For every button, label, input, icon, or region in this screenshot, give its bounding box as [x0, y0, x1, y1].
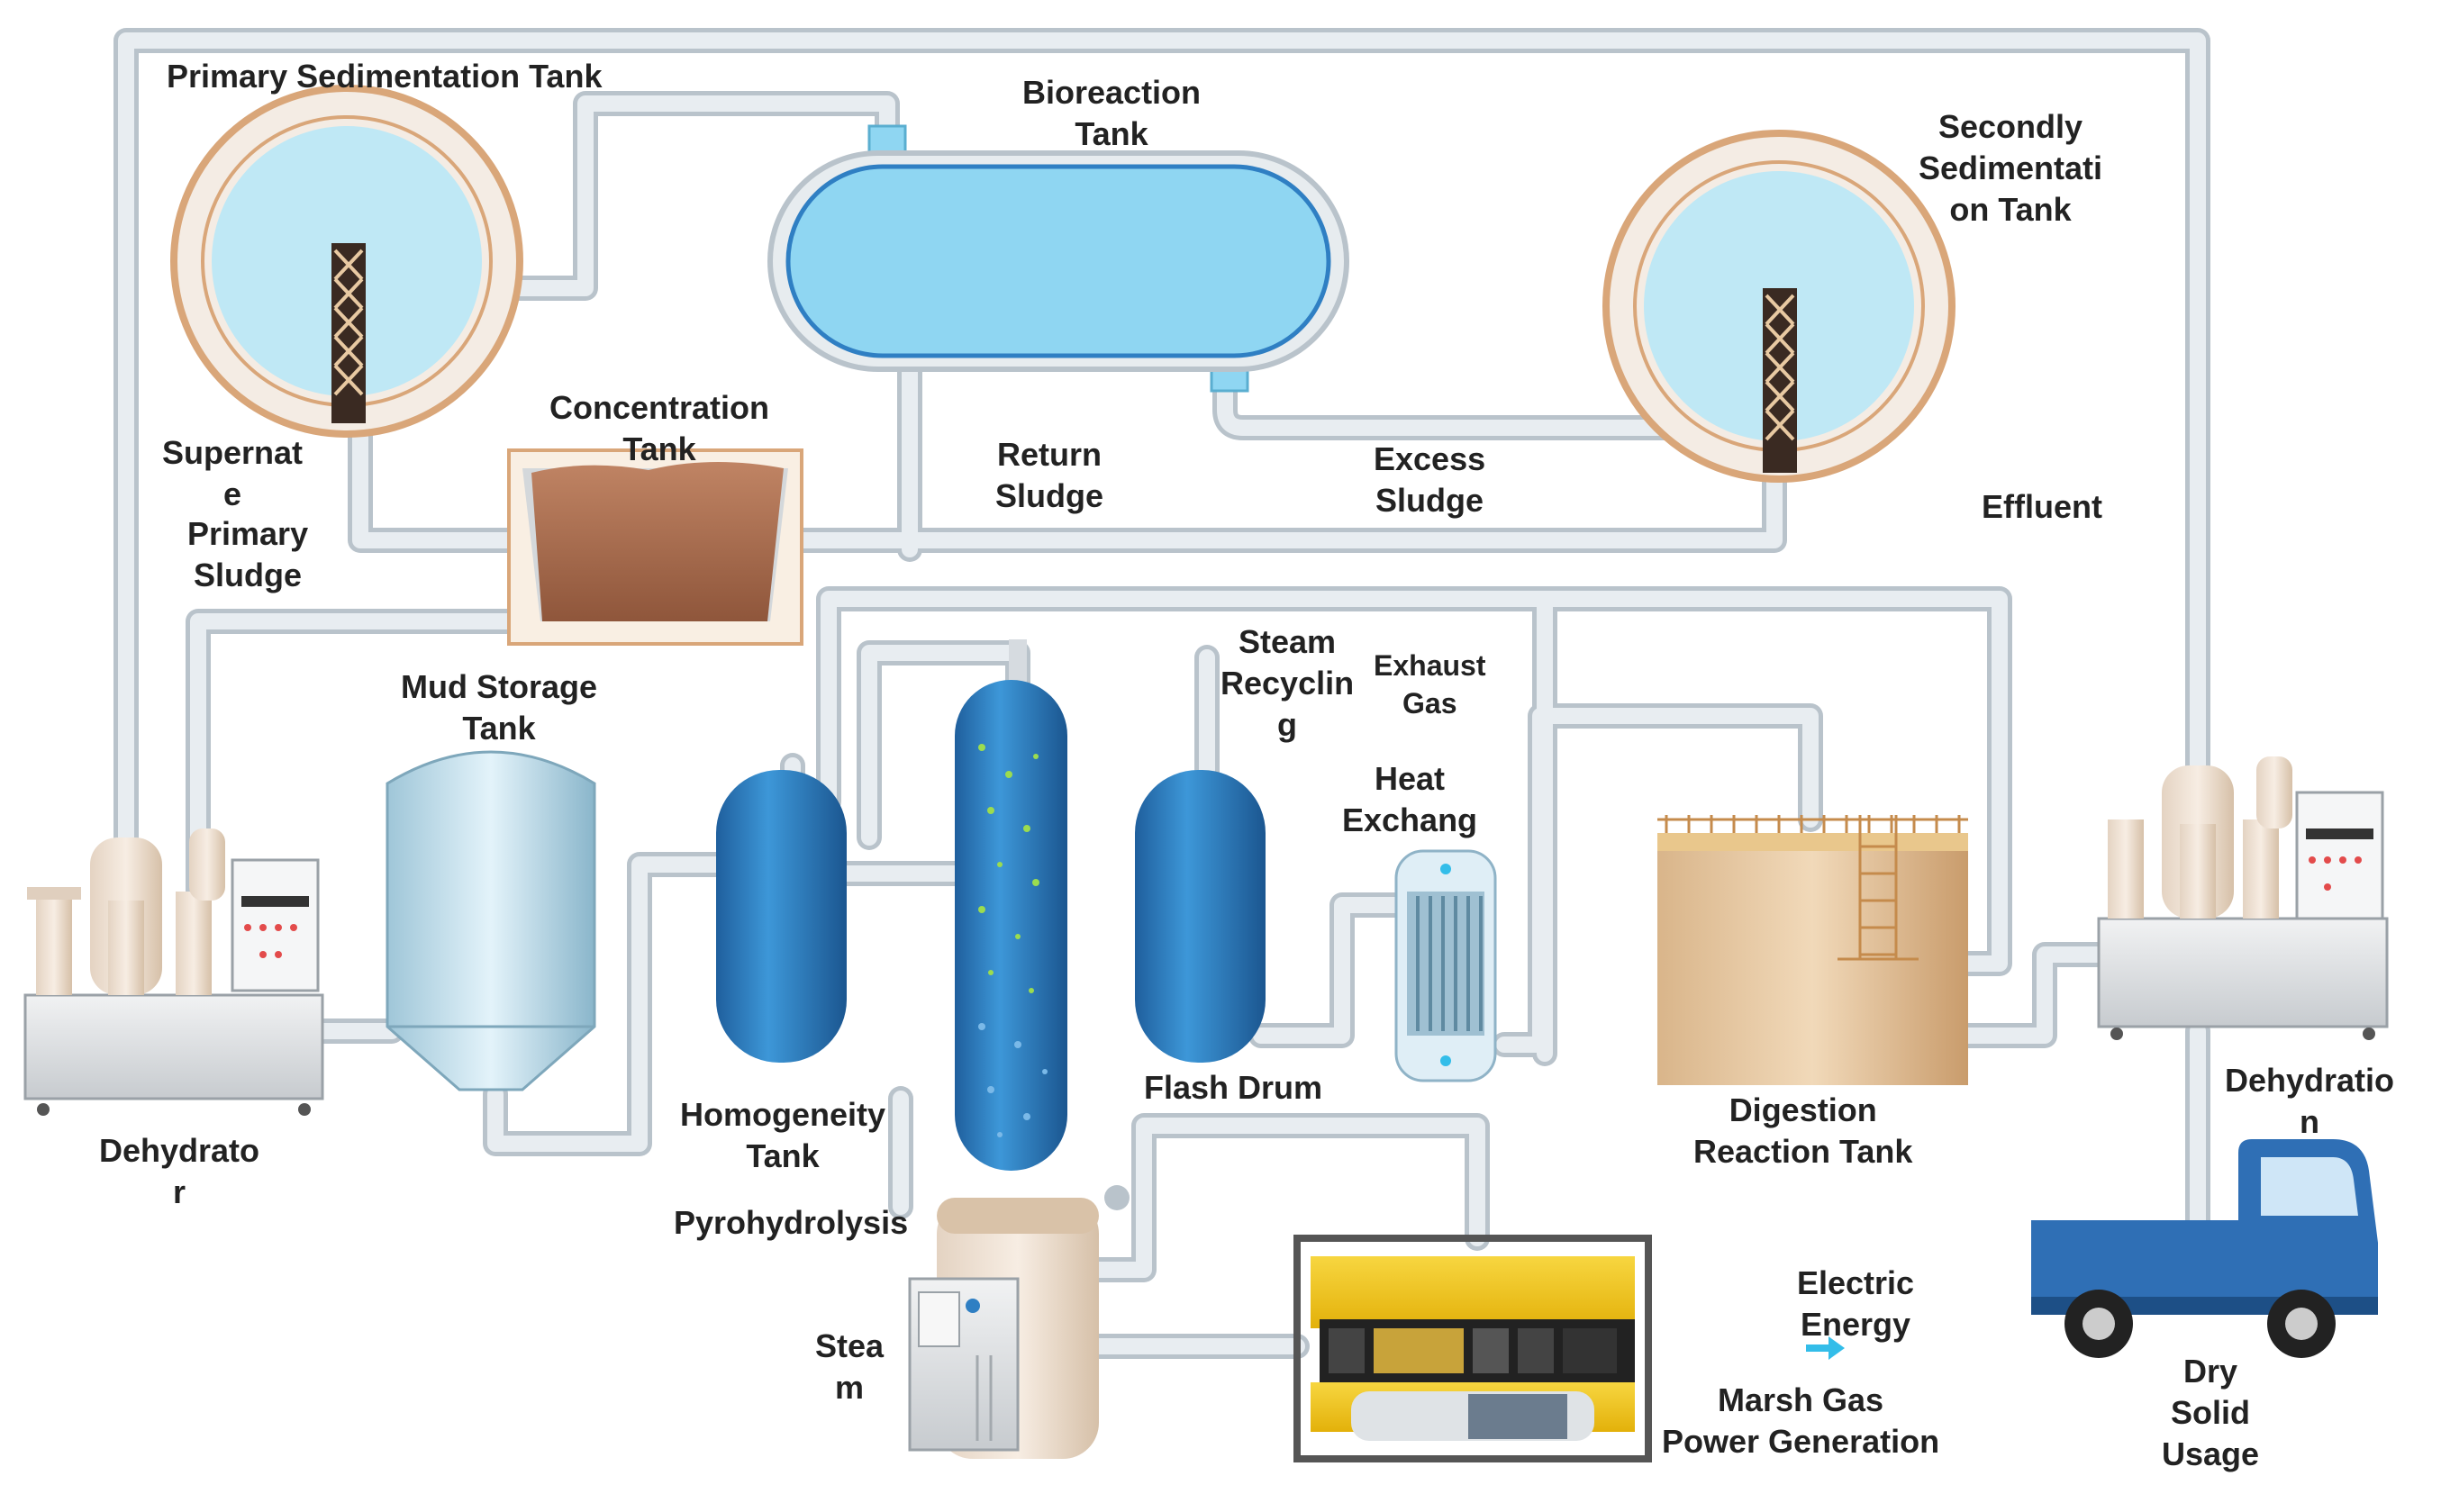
- label-line: Marsh Gas: [1718, 1381, 1884, 1418]
- homogeneity-tank: [716, 770, 847, 1063]
- label-line: Electric: [1797, 1264, 1915, 1301]
- label-line: on Tank: [1949, 191, 2072, 228]
- secondly-sedimentation-tank: [1602, 130, 1956, 483]
- label-line: Effluent: [1982, 488, 2102, 525]
- label-line: n: [2300, 1103, 2320, 1140]
- label-line: Pyrohydrolysis: [674, 1204, 909, 1241]
- label-line: Mud Storage: [401, 668, 598, 705]
- label-line: Exhaust: [1374, 649, 1486, 682]
- label-line: Energy: [1801, 1306, 1911, 1343]
- label-supernate: Supernat e: [162, 432, 303, 515]
- dehydration-right: [2097, 756, 2389, 1040]
- label-line: Steam: [1239, 623, 1337, 660]
- label-dehydrator: Dehydrato r: [99, 1130, 259, 1213]
- dehydrator-left: [23, 828, 324, 1116]
- label-line: Heat: [1375, 760, 1446, 797]
- label-line: Tank: [1075, 115, 1148, 152]
- label-line: Sedimentati: [1919, 149, 2103, 186]
- label-line: Supernat: [162, 434, 304, 471]
- label-line: Flash Drum: [1144, 1069, 1323, 1106]
- label-line: Dehydrato: [99, 1132, 260, 1169]
- label-line: Power Generation: [1662, 1423, 1940, 1460]
- label-line: Secondly: [1937, 108, 2083, 145]
- label-line: Return: [997, 436, 1102, 473]
- label-dehydration: Dehydratio n: [2225, 1060, 2394, 1143]
- label-line: Exchang: [1342, 801, 1478, 838]
- label-line: Tank: [622, 430, 696, 467]
- label-line: Sludge: [995, 477, 1104, 514]
- truck: [2031, 1139, 2378, 1358]
- digestion-reaction-tank: [1657, 815, 1968, 1085]
- label-line: Primary: [187, 515, 309, 552]
- pyrohydrolysis-column: [955, 639, 1067, 1171]
- label-flash-drum: Flash Drum: [1144, 1067, 1322, 1109]
- label-line: Stea: [815, 1327, 885, 1364]
- bioreaction-tank: [767, 124, 1349, 393]
- primary-sedimentation-tank: [170, 85, 523, 438]
- mud-storage-tank: [386, 750, 596, 1091]
- marsh-gas-generator: [1293, 1235, 1652, 1462]
- bubbles: [978, 744, 1039, 993]
- label-line: Dehydratio: [2225, 1062, 2395, 1099]
- label-steam: Stea m: [815, 1326, 884, 1408]
- label-line: Homogeneity: [680, 1096, 886, 1133]
- label-line: Excess: [1374, 440, 1486, 477]
- label-line: e: [223, 475, 242, 512]
- label-primary-sedimentation-tank: Primary Sedimentation Tank: [167, 56, 602, 97]
- label-pyrohydrolysis: Pyrohydrolysis: [674, 1202, 908, 1244]
- label-line: Digestion: [1729, 1091, 1877, 1128]
- label-line: Gas: [1402, 687, 1457, 720]
- label-line: Sludge: [1375, 482, 1484, 519]
- steam-boiler: [908, 1198, 1099, 1459]
- heat-exchanger: [1394, 849, 1497, 1082]
- label-line: Dry: [2183, 1353, 2238, 1390]
- flash-drum: [1135, 770, 1266, 1063]
- label-line: m: [835, 1369, 865, 1406]
- label-line: Recyclin: [1220, 665, 1355, 702]
- concentration-tank: [507, 448, 803, 646]
- label-line: r: [173, 1173, 186, 1210]
- electric-arrow-icon: [1806, 1336, 1845, 1360]
- label-line: Concentration: [549, 389, 770, 426]
- label-line: g: [1277, 706, 1298, 743]
- label-line: Primary Sedimentation Tank: [167, 58, 603, 95]
- label-line: Bioreaction: [1022, 74, 1202, 111]
- label-line: Usage: [2162, 1435, 2260, 1472]
- label-line: Reaction Tank: [1693, 1133, 1913, 1170]
- label-line: Tank: [462, 710, 536, 747]
- label-line: Solid: [2171, 1394, 2251, 1431]
- label-line: Sludge: [194, 557, 303, 593]
- label-line: Tank: [746, 1137, 820, 1174]
- label-effluent: Effluent: [1982, 486, 2102, 528]
